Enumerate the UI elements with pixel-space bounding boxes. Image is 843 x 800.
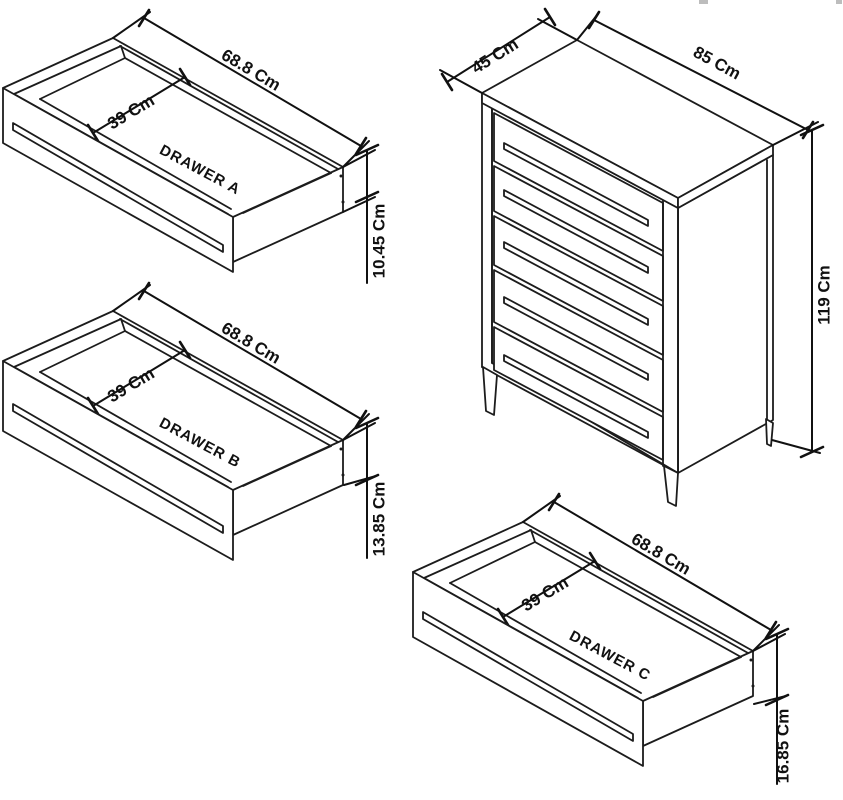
chest-leg-front-left <box>482 366 498 416</box>
chest-depth-dimension <box>439 7 578 94</box>
drawer-a-handle <box>12 122 224 253</box>
drawer-b-height-dimension <box>342 416 380 559</box>
chest-width-dimension <box>576 10 819 146</box>
drawer-c-handle <box>422 611 634 742</box>
drawer-a-height-dimension <box>342 143 380 284</box>
drawer-b-height-label: 13.85 Cm <box>370 482 389 557</box>
drawer-c-diagram: 68.8 Cm 39 Cm DRAWER C 16.85 Cm <box>411 492 793 785</box>
drawer-a-width-label: 68.8 Cm <box>218 45 284 94</box>
chest-height-dimension <box>771 123 825 459</box>
drawer-a-front-panel <box>2 87 234 273</box>
chest-diagram: 45 Cm 85 Cm 119 Cm <box>439 7 834 507</box>
chest-height-label: 119 Cm <box>815 265 834 325</box>
chest-drawer-handles <box>503 142 649 439</box>
drawer-b-depth-label: 39 Cm <box>104 364 158 407</box>
crop-artifact-mark <box>699 0 708 4</box>
drawer-b-front-panel <box>2 360 234 561</box>
drawer-a-diagram: 68.8 Cm 39 Cm DRAWER A 10.45 Cm <box>1 8 389 284</box>
drawer-a-height-label: 10.45 Cm <box>370 204 389 279</box>
chest-width-label: 85 Cm <box>690 42 744 83</box>
crop-artifact-mark <box>836 0 842 4</box>
drawer-c-height-dimension <box>752 627 790 785</box>
drawer-b-diagram: 68.8 Cm 39 Cm DRAWER B 13.85 Cm <box>1 281 389 561</box>
chest-depth-label: 45 Cm <box>468 34 521 77</box>
drawer-c-depth-label: 39 Cm <box>518 573 572 616</box>
drawer-c-front-panel <box>412 571 644 767</box>
drawer-c-height-label: 16.85 Cm <box>774 709 793 784</box>
chest-leg-front-right <box>663 465 679 507</box>
chest-leg-back-right <box>765 418 774 447</box>
drawer-b-handle <box>12 403 224 534</box>
drawer-b-width-label: 68.8 Cm <box>218 318 284 367</box>
drawer-a-depth-label: 39 Cm <box>104 91 158 134</box>
drawer-c-width-label: 68.8 Cm <box>628 529 694 578</box>
chest-right-side <box>677 154 774 474</box>
